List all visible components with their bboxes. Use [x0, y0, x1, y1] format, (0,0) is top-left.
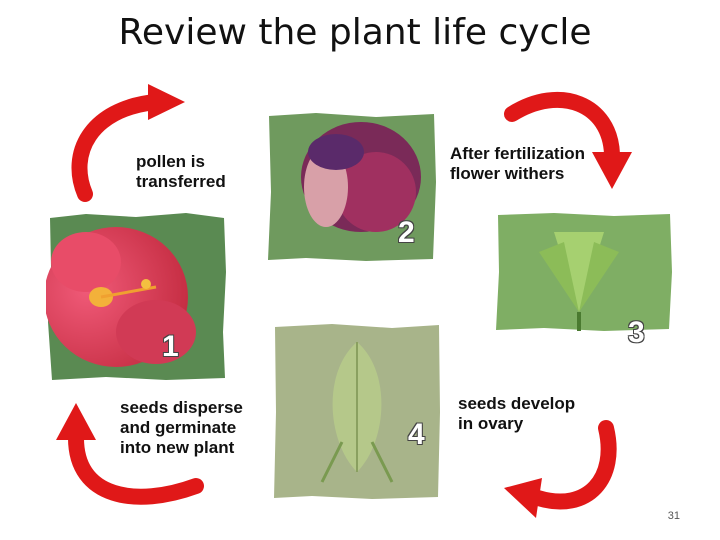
cycle-arrow-top-left [71, 84, 185, 202]
caption-line: pollen is [136, 152, 205, 171]
green-calyx-photo [494, 212, 674, 332]
caption-seeds-develop: seeds develop in ovary [458, 394, 575, 434]
caption-line: transferred [136, 172, 226, 191]
cycle-arrow-bottom-left [56, 403, 204, 505]
red-hibiscus-photo [46, 212, 228, 382]
withered-flower-photo [266, 112, 438, 262]
page-number: 31 [667, 510, 680, 522]
cycle-arrow-bottom-right [504, 420, 617, 518]
caption-pollen: pollen is transferred [136, 152, 226, 192]
step-number-4: 4 [408, 418, 425, 451]
caption-seeds-disperse: seeds disperse and germinate into new pl… [120, 398, 243, 458]
cycle-arrow-top-right [504, 91, 632, 189]
caption-line: and germinate [120, 418, 237, 437]
caption-line: seeds disperse [120, 398, 243, 417]
step-number-2: 2 [398, 216, 415, 249]
seed-pod-photo [272, 322, 442, 500]
step-number-1: 1 [162, 330, 179, 363]
caption-fertilization: After fertilization flower withers [450, 144, 585, 184]
caption-line: After fertilization [450, 144, 586, 163]
caption-line: seeds develop [458, 394, 576, 413]
slide-title: Review the plant life cycle [118, 12, 592, 53]
caption-line: flower withers [450, 164, 565, 183]
caption-line: in ovary [458, 414, 524, 433]
step-number-3: 3 [628, 316, 645, 349]
caption-line: into new plant [120, 438, 235, 457]
